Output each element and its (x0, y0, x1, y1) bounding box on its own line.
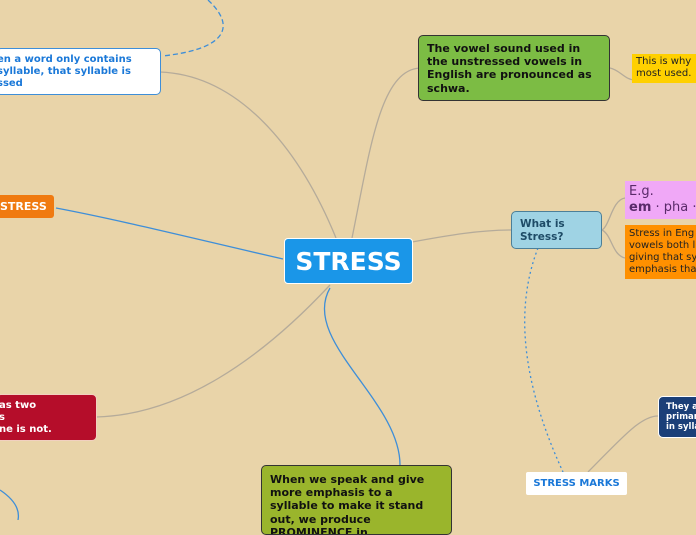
example-label: E.g. (629, 184, 654, 199)
marks-note-node[interactable]: They a primar in sylla (658, 396, 696, 438)
stress-definition-node[interactable]: Stress in Eng vowels both l giving that … (625, 225, 696, 279)
one-syllable-node[interactable]: en a word only contains syllable, that s… (0, 48, 161, 95)
schwa-node[interactable]: The vowel sound used in the unstressed v… (418, 35, 610, 101)
schwa-note-node[interactable]: This is why most used. (632, 54, 696, 83)
left-stress-node[interactable]: STRESS (0, 195, 54, 218)
what-is-stress-node[interactable]: What is Stress? (511, 211, 602, 249)
example-word: em · pha · (629, 200, 696, 216)
central-topic[interactable]: STRESS (284, 238, 413, 284)
two-syllables-node[interactable]: as two s ne is not. (0, 394, 97, 441)
connectors (0, 0, 659, 520)
stress-marks-node[interactable]: STRESS MARKS (526, 472, 627, 495)
example-node[interactable]: E.g. em · pha · (625, 181, 696, 219)
prominence-node[interactable]: When we speak and give more emphasis to … (261, 465, 452, 535)
